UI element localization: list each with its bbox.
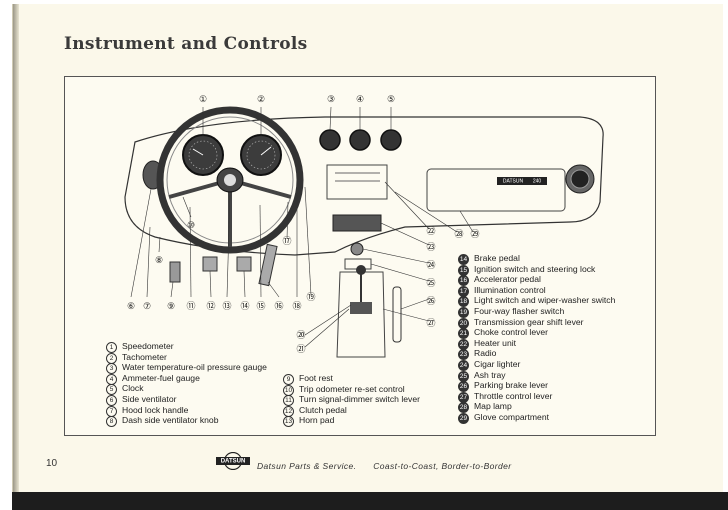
callout-labels: ① ② ③ ④ ⑤ ⑥ ⑦ ⑧ ⑨ ⑩ ⑪ ⑫ ⑬ ⑭ ⑮ ⑯ ⑰ ⑱ ⑲ ⑳ … xyxy=(127,94,480,354)
datsun-logo-icon: DATSUN xyxy=(216,452,250,470)
callout-2: ② xyxy=(257,94,265,104)
footer-slogan-right: Coast-to-Coast, Border-to-Border xyxy=(373,461,512,471)
callout-11: ⑪ xyxy=(186,301,195,311)
callout-25: ㉕ xyxy=(426,278,435,288)
accelerator-pedal xyxy=(258,243,278,287)
callout-27: ㉗ xyxy=(426,318,435,328)
glove-compartment xyxy=(426,168,566,212)
dashboard-outline xyxy=(124,116,604,256)
callout-26: ㉖ xyxy=(426,296,435,306)
scan-edge xyxy=(12,492,728,510)
callout-1: ① xyxy=(199,94,207,104)
callout-9: ⑨ xyxy=(167,301,175,311)
callout-10: ⑩ xyxy=(187,220,195,230)
water-oil-gauge xyxy=(319,129,341,151)
parking-brake-lever xyxy=(392,286,402,343)
radio xyxy=(332,214,382,232)
callout-18: ⑱ xyxy=(292,301,301,311)
transmission-tunnel xyxy=(336,271,386,358)
steering-wheel xyxy=(156,106,304,254)
callout-20: ⑳ xyxy=(296,330,305,340)
page-title: Instrument and Controls xyxy=(64,34,308,54)
page-number: 10 xyxy=(46,458,58,469)
callout-12: ⑫ xyxy=(206,301,215,311)
svg-text:240: 240 xyxy=(533,179,542,185)
heater-unit xyxy=(326,164,388,200)
callout-7: ⑦ xyxy=(143,301,151,311)
footer-tagline: Datsun Parts & Service. Coast-to-Coast, … xyxy=(257,461,526,471)
callout-4: ④ xyxy=(356,94,364,104)
callout-23: ㉓ xyxy=(426,242,435,252)
diagram-frame: DATSUN 240 xyxy=(64,76,656,436)
callout-14: ⑭ xyxy=(240,301,249,311)
callout-28: ㉘ xyxy=(454,229,463,239)
brake-pedal xyxy=(236,256,252,272)
badge-text: DATSUN xyxy=(503,179,524,185)
callout-15: ⑮ xyxy=(256,301,265,311)
dashboard-illustration: DATSUN 240 xyxy=(124,94,604,358)
clock-gauge xyxy=(380,129,402,151)
callout-8: ⑧ xyxy=(155,255,163,265)
callout-24: ㉔ xyxy=(426,260,435,270)
callout-21: ㉑ xyxy=(296,344,305,354)
logo-text: DATSUN xyxy=(221,458,246,464)
callout-13: ⑬ xyxy=(222,301,231,311)
dashboard-badge xyxy=(497,177,547,185)
cigar-lighter xyxy=(350,242,364,256)
callout-17: ⑰ xyxy=(282,236,291,246)
callout-3: ③ xyxy=(327,94,335,104)
gear-shift-knob xyxy=(356,265,366,275)
callout-19: ⑲ xyxy=(306,292,315,302)
footer-slogan-left: Datsun Parts & Service. xyxy=(257,461,357,471)
callout-22: ㉒ xyxy=(426,226,435,236)
callout-16: ⑯ xyxy=(274,301,283,311)
foot-rest xyxy=(169,261,181,283)
callout-5: ⑤ xyxy=(387,94,395,104)
ammeter-fuel-gauge xyxy=(349,129,371,151)
callout-29: ㉙ xyxy=(470,229,479,239)
leader-lines xyxy=(130,106,474,348)
callout-6: ⑥ xyxy=(127,301,135,311)
clutch-pedal xyxy=(202,256,218,272)
